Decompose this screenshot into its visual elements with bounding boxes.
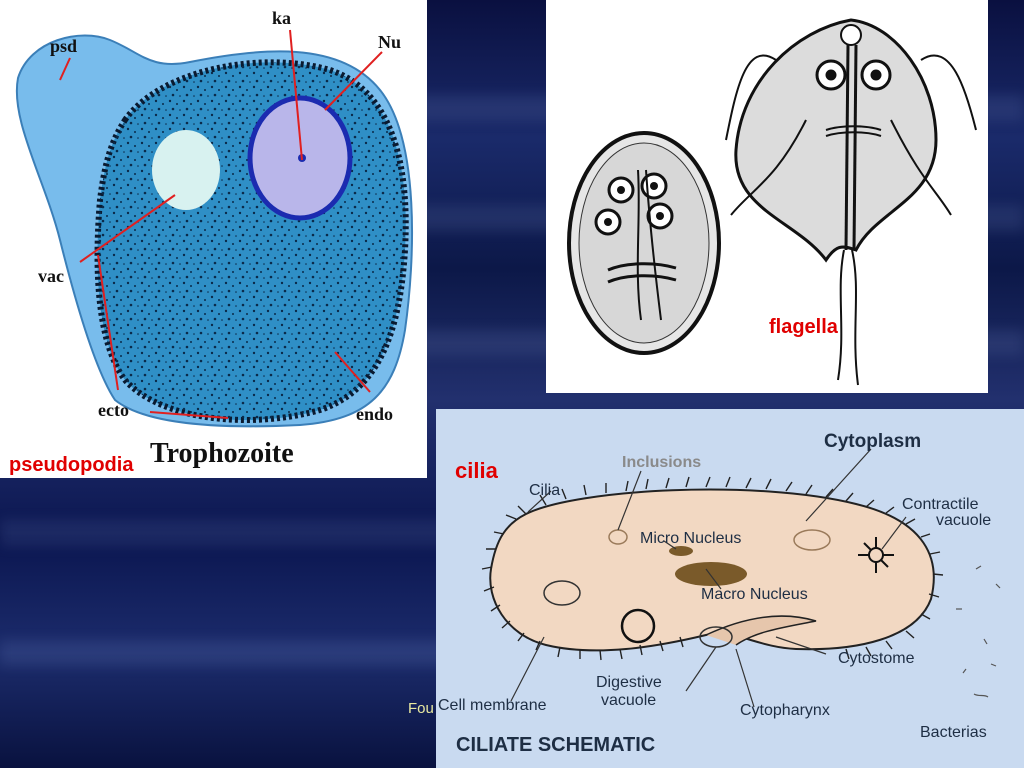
label-bacterias: Bacterias [920, 724, 987, 741]
label-cell-membrane: Cell membrane [438, 697, 547, 714]
label-ka: ka [272, 8, 291, 28]
ciliate-figure: Cytoplasm Inclusions Cilia Contractile v… [436, 409, 1024, 768]
ciliate-title: CILIATE SCHEMATIC [456, 734, 655, 756]
food-vacuole [543, 580, 581, 606]
giardia-diagram [567, 18, 977, 386]
label-contractile: Contractile [902, 496, 979, 513]
label-micro-nucleus: Micro Nucleus [640, 530, 741, 547]
endoplasm-texture [97, 62, 406, 420]
label-macro-nucleus: Macro Nucleus [701, 586, 808, 603]
trophozoite-diagram: psd ka Nu vac ecto endo Trophozoite [15, 8, 414, 469]
caption-cilia: cilia [455, 458, 498, 483]
label-inclusions: Inclusions [622, 454, 701, 471]
trophozoite-figure: psd ka Nu vac ecto endo Trophozoite [0, 0, 427, 478]
caption-flagella: flagella [769, 316, 838, 338]
contractile-vacuole [858, 537, 894, 573]
giardia-cyst [567, 131, 721, 355]
label-cytostome: Cytostome [838, 650, 915, 667]
inclusion [793, 529, 831, 551]
cytostome-groove [705, 615, 817, 646]
label-pointers [59, 29, 383, 419]
trophozoite-title: Trophozoite [150, 438, 294, 469]
giardia-trophozoite [725, 18, 977, 386]
label-endo: endo [356, 404, 393, 424]
micronucleus [669, 546, 693, 556]
digestive-vacuole [620, 608, 656, 644]
label-contractile-vacuole: vacuole [936, 512, 991, 529]
ciliate-diagram: Cytoplasm Inclusions Cilia Contractile v… [438, 431, 1001, 756]
giardia-figure [546, 0, 988, 393]
label-cytopharynx: Cytopharynx [740, 702, 830, 719]
macronucleus [675, 562, 747, 586]
label-psd: psd [50, 36, 77, 56]
bacteria [956, 565, 1001, 698]
vacuole [152, 130, 220, 210]
label-digestive: Digestive [596, 674, 662, 691]
slide-footer: Fou [408, 700, 434, 717]
label-cytoplasm: Cytoplasm [824, 431, 921, 452]
label-vac: vac [38, 266, 64, 286]
label-ecto: ecto [98, 400, 129, 420]
label-cilia: Cilia [529, 482, 560, 499]
caption-pseudopodia: pseudopodia [9, 454, 134, 476]
label-digestive-vacuole: vacuole [601, 692, 656, 709]
ciliate-cilia [481, 476, 944, 661]
label-pointers [510, 448, 907, 708]
label-nu: Nu [378, 32, 401, 52]
